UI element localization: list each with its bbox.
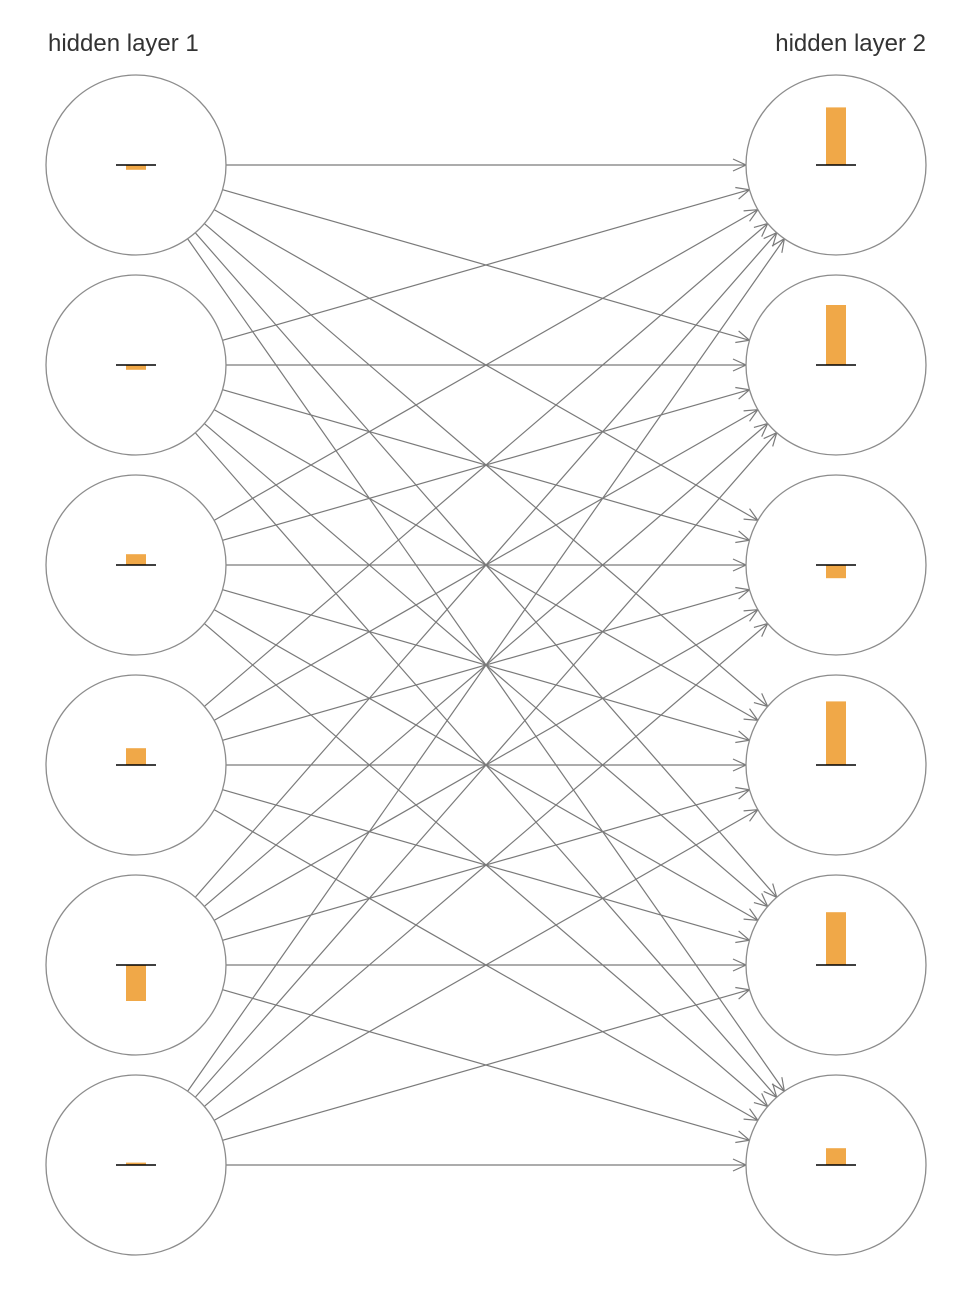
layer-1-node-2 xyxy=(45,274,227,456)
layer-1-node-3 xyxy=(45,474,227,656)
layer-2-title: hidden layer 2 xyxy=(775,30,926,57)
layer-1-node-4 xyxy=(45,674,227,856)
activation-bar xyxy=(126,1162,146,1165)
nodes-group xyxy=(45,74,927,1256)
activation-bar xyxy=(826,107,846,165)
connection-1-1 xyxy=(226,158,748,172)
activation-bar xyxy=(126,365,146,370)
activation-bar xyxy=(126,748,146,765)
layer-1-node-1 xyxy=(45,74,227,256)
activation-bar xyxy=(126,554,146,565)
layer-1-title: hidden layer 1 xyxy=(48,30,199,57)
layer-1-node-5 xyxy=(45,874,227,1056)
activation-bar xyxy=(126,965,146,1001)
layer-2-node-2 xyxy=(745,274,927,456)
connections-group xyxy=(187,158,786,1172)
layer-2-node-3 xyxy=(745,474,927,656)
layer-2-node-5 xyxy=(745,874,927,1056)
activation-bar xyxy=(826,1148,846,1165)
layer-2-node-1 xyxy=(745,74,927,256)
activation-bar xyxy=(826,565,846,579)
activation-bar xyxy=(826,701,846,765)
activation-bar xyxy=(826,912,846,965)
activation-bar xyxy=(126,165,146,170)
connection-6-6 xyxy=(226,1158,748,1172)
activation-bar xyxy=(826,305,846,365)
layer-2-node-6 xyxy=(745,1074,927,1256)
layer-1-node-6 xyxy=(45,1074,227,1256)
layer-2-node-4 xyxy=(745,674,927,856)
